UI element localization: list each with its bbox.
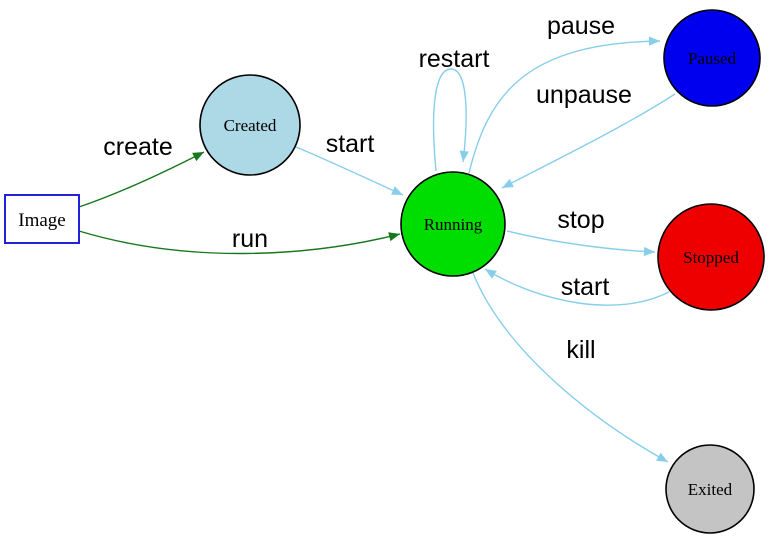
node-created: Created — [199, 74, 301, 176]
edge-stop — [506, 230, 656, 257]
running-state-circle — [400, 171, 506, 277]
exited-state-label: Exited — [688, 480, 733, 499]
node-paused: Paused — [663, 9, 761, 107]
edge-label-pause: pause — [547, 12, 615, 40]
edge-create — [78, 151, 205, 208]
edge-unpause — [501, 93, 676, 189]
paused-state-circle — [663, 9, 761, 107]
image-node-box — [4, 194, 80, 244]
edge-kill — [472, 272, 669, 463]
edge-start-stopped-to-running — [484, 268, 670, 306]
running-state-label: Running — [424, 215, 483, 234]
edge-start-created-to-running — [295, 146, 404, 196]
paused-state-label: Paused — [688, 49, 737, 68]
stopped-state-label: Stopped — [683, 248, 739, 267]
node-image: Image — [4, 194, 80, 244]
edge-label-create: create — [103, 133, 172, 161]
edge-label-start-created: start — [326, 130, 375, 158]
created-state-circle — [199, 74, 301, 176]
created-state-label: Created — [224, 116, 277, 135]
edge-label-run: run — [232, 225, 268, 253]
image-node-label: Image — [18, 210, 65, 231]
node-stopped: Stopped — [657, 203, 765, 311]
exited-state-circle — [665, 444, 755, 534]
edge-label-restart: restart — [419, 45, 490, 73]
stopped-state-circle — [657, 203, 765, 311]
edge-label-start-stopped: start — [561, 273, 610, 301]
edge-label-stop: stop — [557, 206, 604, 234]
node-running: Running — [400, 171, 506, 277]
node-exited: Exited — [665, 444, 755, 534]
edge-label-unpause: unpause — [536, 81, 632, 109]
edge-pause — [468, 36, 661, 174]
edge-restart-self-loop — [432, 68, 469, 172]
edge-run — [78, 230, 401, 255]
edge-label-kill: kill — [566, 336, 595, 364]
